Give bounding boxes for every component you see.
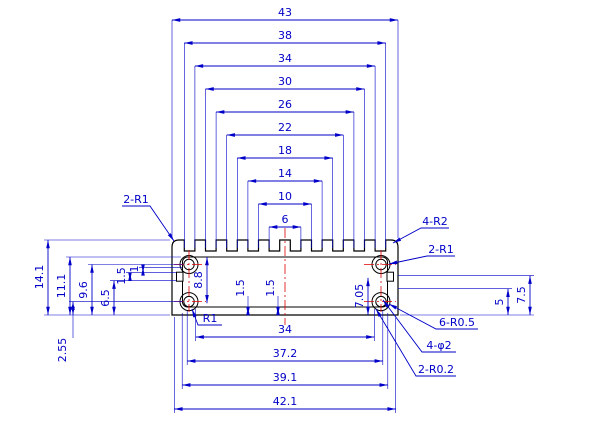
dim-label: 11.1 (55, 274, 68, 299)
dim-bottom-42-1: 42.1 (174, 317, 396, 413)
dim-label: 6.5 (99, 289, 112, 307)
dim-bottom-39-1: 39.1 (181, 313, 389, 389)
dim-label: 9.6 (77, 281, 90, 299)
callout-label: 2-R0.2 (418, 363, 454, 376)
dim-right-7-5: 7.5 (398, 275, 534, 315)
callout-label: 6-R0.5 (439, 316, 475, 329)
dim-right-5: 5 (398, 288, 534, 316)
dim-label: 30 (278, 75, 292, 88)
dim-left-6-5: 6.5 (99, 280, 176, 315)
dim-label: 14 (278, 167, 292, 180)
callout-screw-holes: 4-φ2 (382, 299, 456, 353)
dim-left-2-55: 2.55 (56, 301, 183, 363)
dim-label: 14.1 (33, 265, 46, 290)
dim-top-22: 22 (226, 121, 344, 248)
dim-left-11-1: 11.1 (55, 256, 181, 315)
dim-inner-8-8: 8.8 (192, 257, 209, 304)
callout-label: 2-R1 (123, 193, 149, 206)
dim-inner-1-5-b: 1.5 (264, 279, 280, 316)
pcb-slot-left (176, 271, 184, 282)
callout-slot-fillet: 6-R0.5 (388, 303, 478, 330)
callout-label: 2-R1 (428, 243, 454, 256)
dim-label: 6 (282, 213, 289, 226)
dim-label: 34 (278, 52, 292, 65)
dim-label: 22 (278, 121, 292, 134)
pcb-slot-right (386, 271, 394, 282)
callout-fin-radius: 4-R2 (392, 215, 449, 244)
dim-label: 18 (278, 144, 292, 157)
dim-top-18: 18 (237, 144, 333, 248)
dim-label: 10 (278, 190, 292, 203)
callout-corner-left-radius: 2-R1 (122, 193, 175, 242)
callout-boss-radius: 2-R1 (388, 243, 455, 265)
dim-label: 38 (278, 29, 292, 42)
dim-top-14: 14 (247, 167, 323, 248)
dim-label: 1.5 (234, 279, 247, 297)
dim-left-14-1: 14.1 (33, 239, 170, 316)
dim-label: 2.55 (56, 338, 69, 363)
dim-top-34: 34 (194, 52, 376, 248)
dim-label: 1.5 (115, 267, 128, 285)
dim-top-30: 30 (205, 75, 365, 248)
dim-label: 1.5 (264, 279, 277, 297)
dim-left-1: 1 (128, 264, 182, 276)
dim-label: 8.8 (192, 271, 205, 289)
callout-bottom-fillet: 2-R0.2 (375, 308, 456, 377)
dim-top-10: 10 (258, 190, 312, 248)
outer-shell (171, 239, 399, 316)
dim-top-6: 6 (268, 213, 302, 248)
centerline-holes-vertical (188, 250, 382, 312)
callout-label: R1 (203, 312, 218, 325)
dim-label: 7.5 (515, 286, 528, 304)
callout-inner-fillet: R1 (191, 308, 222, 326)
dim-label: 39.1 (273, 371, 298, 384)
dim-label: 43 (278, 6, 292, 19)
dim-top-38: 38 (184, 29, 386, 248)
dim-top-26: 26 (215, 98, 355, 248)
dim-inner-1-5-a: 1.5 (234, 279, 250, 316)
callout-label: 4-R2 (422, 215, 448, 228)
dim-label: 26 (278, 98, 292, 111)
dim-bottom-37-2: 37.2 (186, 311, 384, 365)
dim-left-1-5: 1.5 (115, 267, 176, 285)
dim-label: 34 (278, 323, 292, 336)
callout-label: 4-φ2 (426, 339, 451, 352)
dim-label: 42.1 (273, 395, 298, 408)
dim-inner-7-05: 7.05 (353, 277, 370, 315)
dim-left-9-6: 9.6 (77, 264, 183, 315)
dim-label: 37.2 (273, 347, 298, 360)
centerlines (174, 228, 396, 325)
dim-label: 1 (128, 266, 141, 273)
dim-label: 5 (493, 299, 506, 306)
dim-top-43: 43 (171, 6, 399, 238)
dim-label: 7.05 (353, 284, 366, 309)
